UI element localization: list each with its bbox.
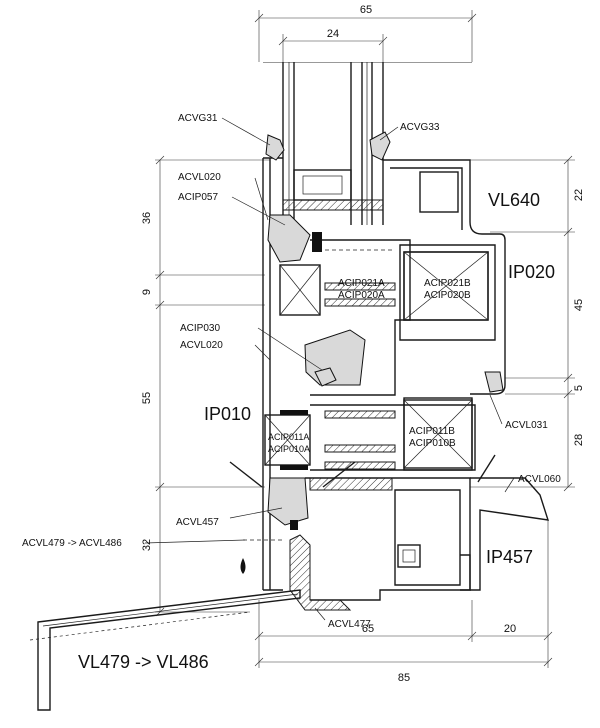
dimension-texts: 65 24 36 9 55 32 22 45 5 28 65 20 85 <box>141 4 585 684</box>
dim-glass-24: 24 <box>327 28 339 40</box>
dim-right-22: 22 <box>573 189 585 201</box>
part-labels: ACVG31 ACVG33 ACVL020 ACIP057 VL640 ACIP… <box>22 113 561 672</box>
glass-unit <box>263 62 472 225</box>
label-ip020: IP020 <box>508 262 555 282</box>
label-acvl477: ACVL477 <box>328 619 371 630</box>
label-acip021b: ACIP021B <box>424 278 471 289</box>
thermal-breaks <box>289 282 396 611</box>
label-acvl457: ACVL457 <box>176 517 219 528</box>
label-vl479: VL479 -> VL486 <box>78 652 209 672</box>
label-acvg31: ACVG31 <box>178 113 218 124</box>
label-acip057: ACIP057 <box>178 192 218 203</box>
label-acip011a: ACIP011A <box>268 432 309 442</box>
sill-flashing <box>29 249 395 711</box>
insulation-boxes <box>264 251 489 469</box>
label-acvl031: ACVL031 <box>505 420 548 431</box>
label-acvl479: ACVL479 -> ACVL486 <box>22 538 122 549</box>
label-ip457: IP457 <box>486 547 533 567</box>
dim-left-9: 9 <box>141 289 153 295</box>
dim-right-5: 5 <box>573 385 585 391</box>
dim-left-55: 55 <box>141 392 153 404</box>
dim-bottom-20: 20 <box>504 623 516 635</box>
dim-right-45: 45 <box>573 299 585 311</box>
label-vl640: VL640 <box>488 190 540 210</box>
label-ip010: IP010 <box>204 404 251 424</box>
label-acip020a: ACIP020A <box>338 290 385 301</box>
gaskets <box>265 131 504 530</box>
dim-left-36: 36 <box>141 212 153 224</box>
dim-bottom-65: 65 <box>362 623 374 635</box>
label-acip010b: ACIP010B <box>409 438 456 449</box>
frame-profile <box>262 157 550 601</box>
label-acip010a: ACIP010A <box>268 444 310 454</box>
screws <box>229 454 496 488</box>
label-acip011b: ACIP011B <box>409 426 455 437</box>
label-acip020b: ACIP020B <box>424 290 471 301</box>
label-acvl060: ACVL060 <box>518 474 561 485</box>
dim-right-28: 28 <box>573 434 585 446</box>
dim-bottom-85: 85 <box>398 672 410 684</box>
label-acvg33: ACVG33 <box>400 122 440 133</box>
leader-lines <box>144 117 515 621</box>
label-acvl020-mid: ACVL020 <box>180 340 223 351</box>
label-acip030: ACIP030 <box>180 323 220 334</box>
dimension-lines <box>155 10 575 668</box>
dim-top-65: 65 <box>360 4 372 16</box>
label-acip021a: ACIP021A <box>338 278 385 289</box>
label-acvl020-top: ACVL020 <box>178 172 221 183</box>
dim-left-32: 32 <box>141 539 153 551</box>
